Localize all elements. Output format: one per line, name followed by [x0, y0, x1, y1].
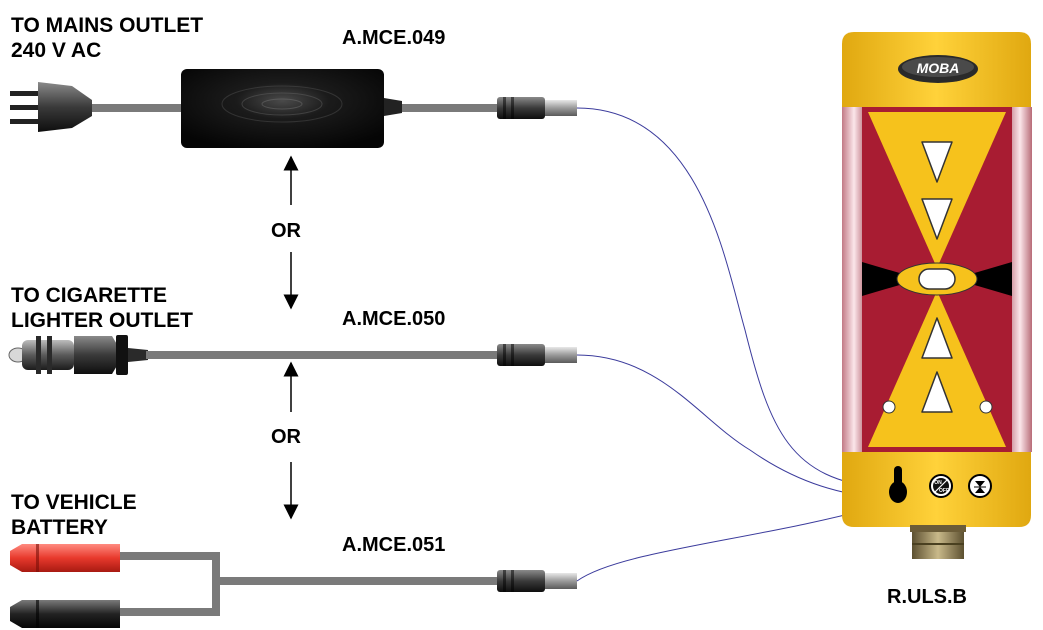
cigarette-plug-icon: [8, 335, 148, 375]
part-number-cigarette-cable: A.MCE.050: [342, 308, 446, 330]
part-number-mains-adapter: A.MCE.049: [342, 27, 446, 49]
black-battery-clip-icon: [10, 600, 216, 628]
cigarette-cable-assembly: [8, 335, 577, 375]
dc-cable-051: [216, 577, 499, 585]
dc-connector-049-icon: [497, 97, 577, 119]
power-adapter-brick: [181, 69, 384, 148]
receiver-device: [842, 32, 1032, 559]
power-switch-off-text: OFF: [939, 488, 949, 494]
dc-connector-051-icon: [497, 570, 577, 592]
vehicle-battery-label: TO VEHICLE BATTERY: [11, 490, 137, 540]
brand-logo-text: MOBA: [917, 60, 960, 76]
mains-cable: [92, 104, 182, 112]
dc-connector-050-icon: [497, 344, 577, 366]
mains-outlet-line-2: 240 V AC: [11, 39, 102, 62]
power-jack-icon: [889, 466, 907, 503]
mains-adapter-assembly: [10, 69, 577, 148]
cigarette-outlet-line-1: TO CIGARETTE: [11, 284, 167, 307]
part-number-battery-cable: A.MCE.051: [342, 534, 446, 556]
cigarette-outlet-label: TO CIGARETTE LIGHTER OUTLET: [11, 283, 193, 333]
dc-cable-050: [146, 351, 499, 359]
mains-outlet-label: TO MAINS OUTLET 240 V AC: [11, 13, 203, 63]
brand-badge: [898, 55, 978, 83]
mode-button-icon[interactable]: [968, 474, 992, 498]
part-number-receiver: R.ULS.B: [887, 586, 967, 608]
red-battery-clip-icon: [10, 544, 216, 572]
mains-plug-icon: [10, 82, 92, 132]
bottom-connector-icon: [910, 525, 966, 559]
vehicle-battery-line-1: TO VEHICLE: [11, 491, 137, 514]
or-label-lower: OR: [271, 426, 301, 448]
battery-cable-assembly: [10, 544, 577, 628]
mains-outlet-line-1: TO MAINS OUTLET: [11, 14, 204, 37]
connection-wires: [576, 107, 885, 582]
cigarette-outlet-line-2: LIGHTER OUTLET: [11, 309, 193, 332]
dc-cable-049: [402, 104, 499, 112]
power-button-icon[interactable]: [929, 474, 953, 498]
or-label-upper: OR: [271, 220, 301, 242]
power-switch-on-text: ON: [934, 480, 942, 486]
vehicle-battery-line-2: BATTERY: [11, 516, 108, 539]
